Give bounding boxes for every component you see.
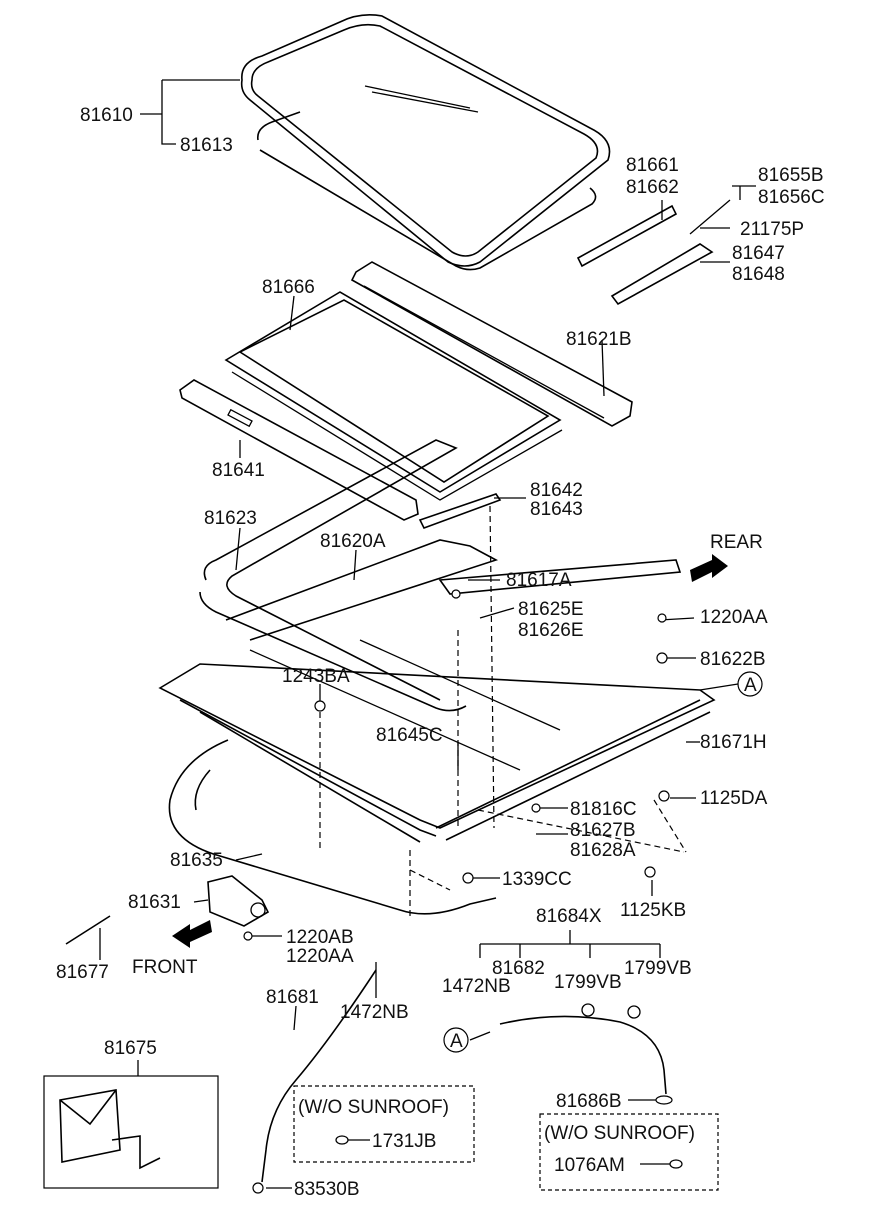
wo-sunroof-box-2	[539, 1113, 719, 1191]
label-1220aa-bottom: 1220AA	[286, 946, 354, 967]
label-81666: 81666	[262, 277, 315, 298]
label-81681: 81681	[266, 987, 319, 1008]
label-81620a: 81620A	[320, 531, 386, 552]
label-1472nb-2: 1472NB	[340, 1002, 409, 1023]
label-81675: 81675	[104, 1038, 157, 1059]
label-81677: 81677	[56, 962, 109, 983]
label-1799vb-2: 1799VB	[624, 958, 692, 979]
label-1220ab: 1220AB	[286, 927, 354, 948]
label-81656c: 81656C	[758, 187, 825, 208]
label-1220aa-top: 1220AA	[700, 607, 768, 628]
motor-drawing	[207, 875, 270, 927]
label-81643: 81643	[530, 499, 583, 520]
label-81635: 81635	[170, 850, 223, 871]
label-1339cc: 1339CC	[502, 869, 572, 890]
label-81662: 81662	[626, 177, 679, 198]
label-81686b: 81686B	[556, 1091, 622, 1112]
label-81610: 81610	[80, 105, 133, 126]
label-81627b: 81627B	[570, 820, 636, 841]
label-81647: 81647	[732, 243, 785, 264]
kit-box-81675	[43, 1075, 219, 1189]
rear-arrow-icon	[690, 554, 728, 582]
label-81645c: 81645C	[376, 725, 443, 746]
label-wo-sunroof-1: (W/O SUNROOF)	[298, 1097, 449, 1118]
label-81671h: 81671H	[700, 732, 767, 753]
label-81631: 81631	[128, 892, 181, 913]
label-21175p: 21175P	[740, 219, 804, 240]
label-81655b: 81655B	[758, 165, 824, 186]
label-1076am: 1076AM	[554, 1155, 625, 1176]
label-81816c: 81816C	[570, 799, 637, 820]
wo-sunroof-box-1	[293, 1085, 475, 1163]
label-1125da: 1125DA	[700, 788, 768, 809]
label-81648: 81648	[732, 264, 785, 285]
label-81684x: 81684X	[536, 906, 602, 927]
label-rear: REAR	[710, 532, 763, 553]
sunshade-drawing	[224, 291, 563, 501]
rear-rail-drawing	[350, 261, 633, 427]
glass-panel-drawing	[240, 14, 611, 271]
label-1472nb-1: 1472NB	[442, 976, 511, 997]
label-callout-a-bottom: A	[450, 1031, 463, 1052]
label-81622b: 81622B	[700, 649, 766, 670]
label-81623: 81623	[204, 508, 257, 529]
part-labels: 81610 81613 81661 81662 81655B 81656C 21…	[56, 105, 825, 1200]
label-1799vb-1: 1799VB	[554, 972, 622, 993]
label-83530b: 83530B	[294, 1179, 360, 1200]
drain-hoses-drawing	[168, 739, 667, 1183]
label-81641: 81641	[212, 460, 265, 481]
label-81626e: 81626E	[518, 620, 584, 641]
label-81621b: 81621B	[566, 329, 632, 350]
callout-a-circle-bottom	[443, 1027, 469, 1053]
label-wo-sunroof-2: (W/O SUNROOF)	[544, 1123, 695, 1144]
label-81617a: 81617A	[506, 570, 572, 591]
leader-lines	[99, 79, 756, 1189]
fasteners-drawing	[65, 589, 683, 1194]
front-arrow-icon	[172, 920, 212, 948]
label-1125kb: 1125KB	[620, 900, 686, 921]
cable-guides-drawing	[418, 199, 731, 529]
main-frame-drawing	[158, 439, 716, 843]
label-81642: 81642	[530, 480, 583, 501]
label-81682: 81682	[492, 958, 545, 979]
label-81628a: 81628A	[570, 840, 636, 861]
label-1731jb: 1731JB	[372, 1131, 436, 1152]
label-81661: 81661	[626, 155, 679, 176]
label-callout-a-top: A	[744, 675, 757, 696]
front-deflector-drawing	[179, 379, 419, 521]
label-front: FRONT	[132, 957, 198, 978]
label-81625e: 81625E	[518, 599, 584, 620]
label-81613: 81613	[180, 135, 233, 156]
callout-a-circle-top	[737, 671, 763, 697]
label-1243ba: 1243BA	[282, 666, 350, 687]
